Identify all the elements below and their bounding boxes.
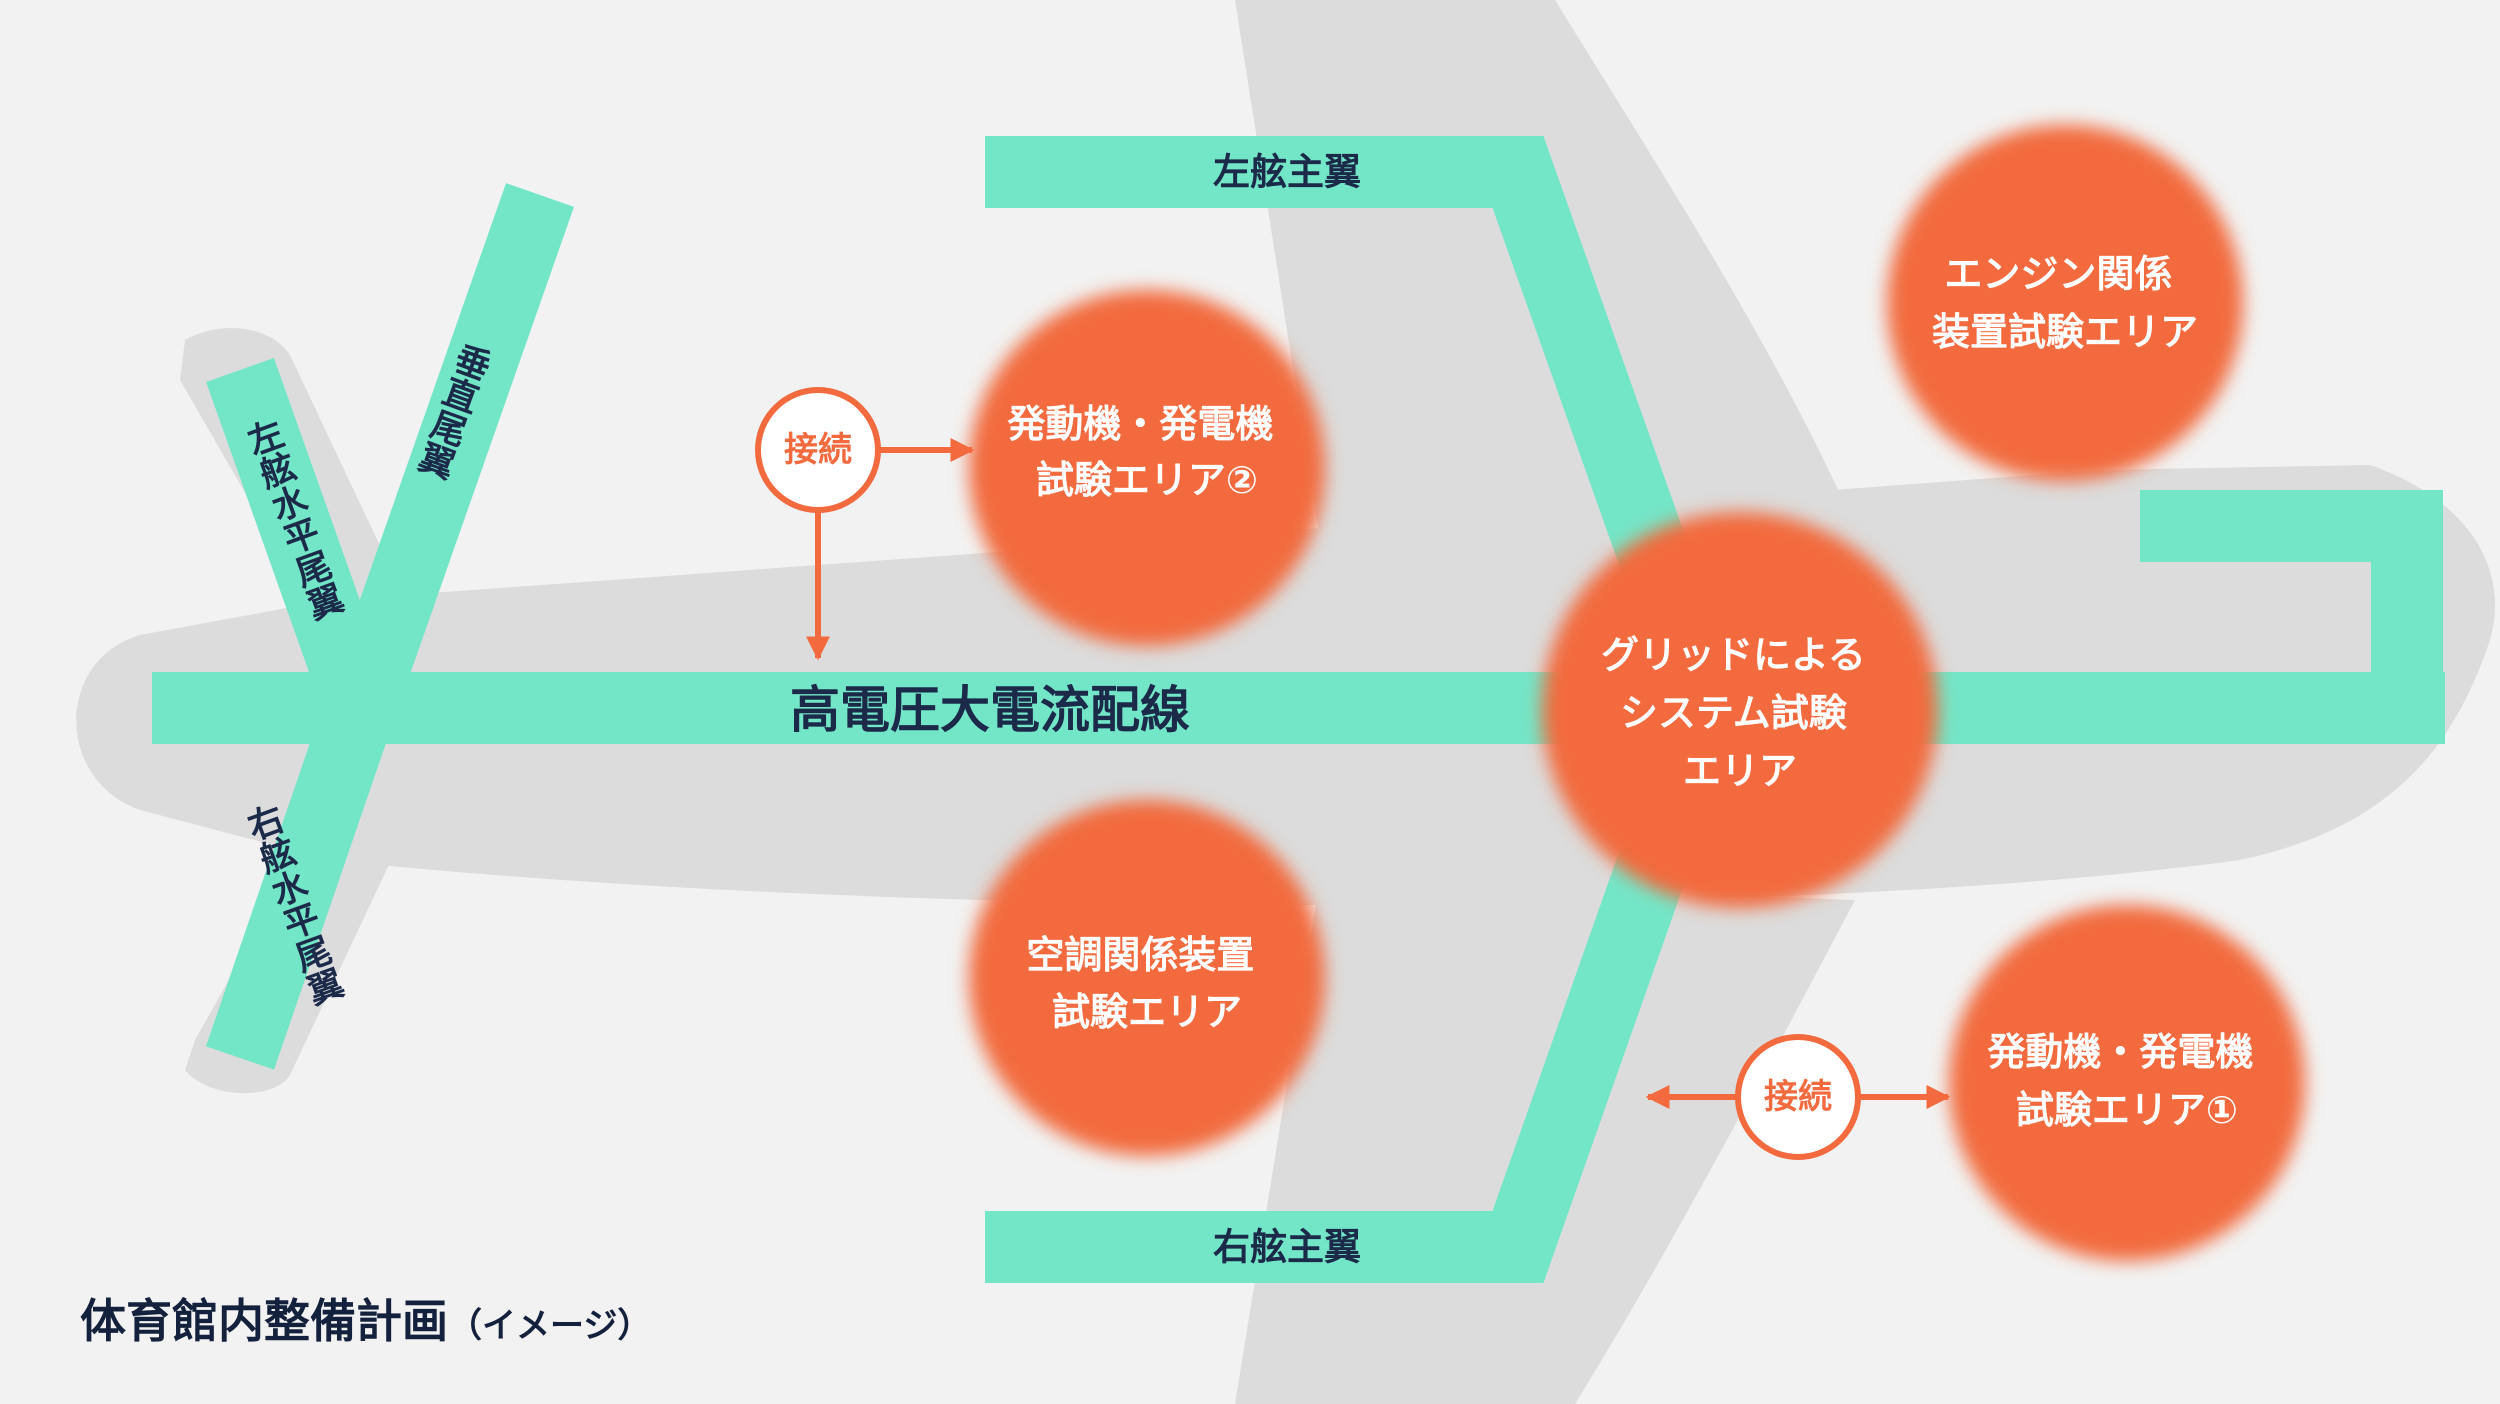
grid-area-label: グリッドによる システム試験 エリア — [1601, 633, 1879, 793]
right-main-wing-label: 右舷主翼 — [1213, 1226, 1361, 1269]
caption-title: 体育館内整備計画 — [80, 1294, 448, 1348]
left-horizontal-tail-wire — [206, 357, 394, 721]
connection-arrows — [806, 438, 1951, 1109]
aircon-area-circle — [969, 800, 1325, 1156]
connection-badge-top-ring — [755, 387, 881, 513]
left-main-wing-label: 左舷主翼 — [1213, 151, 1361, 194]
generator-area-2-circle — [969, 290, 1325, 646]
page-caption: 体育館内整備計画（イメージ） — [80, 1285, 651, 1351]
caption-note: （イメージ） — [448, 1306, 652, 1346]
high-voltage-wiring — [152, 136, 2445, 1283]
left-main-wing-wire — [985, 136, 1742, 721]
engine-area-label: エンジン関係 装置試験エリア — [1932, 252, 2198, 354]
connection-badge-top-label: 接続 — [784, 430, 852, 470]
engine-area-circle — [1887, 125, 2243, 481]
generator-area-1-circle — [1949, 905, 2305, 1261]
connection-badge-bottom-ring — [1735, 1034, 1861, 1160]
generator-area-2-label: 発動機・発電機 試験エリア② — [1007, 402, 1286, 502]
right-main-wing-wire — [985, 696, 1742, 1283]
connection-badge-bottom-label: 接続 — [1764, 1077, 1832, 1117]
nose-wire — [2140, 490, 2443, 708]
generator-area-1-label: 発動機・発電機 試験エリア① — [1987, 1030, 2266, 1132]
test-areas — [969, 125, 2305, 1261]
connection-badge-bottom: 接続 — [1735, 1034, 1861, 1160]
grid-area-circle — [1542, 512, 1938, 908]
aircon-area-label: 空調関係装置 試験エリア — [1026, 933, 1267, 1034]
connection-badge-top: 接続 — [755, 387, 881, 513]
main-wire-label: 高電圧大電流配線 — [790, 681, 1190, 739]
vertical-tail-wire — [326, 183, 574, 720]
right-horizontal-tail-wire — [205, 696, 395, 1070]
